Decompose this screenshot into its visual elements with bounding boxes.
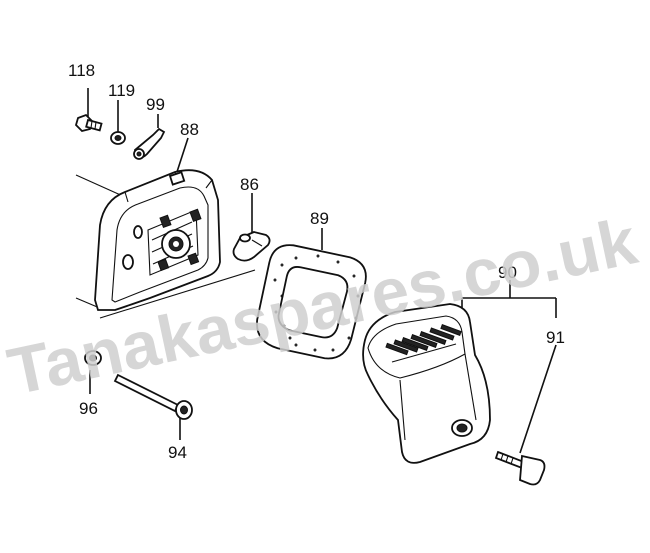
label-91: 91: [546, 328, 565, 347]
part-96-nut: [84, 350, 102, 394]
part-90-filter-cover: [362, 280, 557, 464]
leader-line: [99, 269, 256, 319]
part-91-knob-screw: [494, 344, 557, 486]
label-118: 118: [68, 61, 95, 80]
part-86-choke-lever: [232, 193, 271, 262]
part-99-bracket: [133, 114, 166, 160]
label-88: 88: [180, 120, 199, 139]
label-90: 90: [498, 263, 517, 282]
part-88-backplate: [75, 137, 221, 311]
label-94: 94: [168, 443, 187, 462]
part-89-air-filter: [256, 228, 367, 360]
label-89: 89: [310, 209, 329, 228]
label-99: 99: [146, 95, 165, 114]
part-119-washer: [110, 100, 126, 145]
label-86: 86: [240, 175, 259, 194]
label-96: 96: [79, 399, 98, 418]
label-119: 119: [108, 81, 135, 100]
part-118-bolt: [74, 88, 103, 132]
part-94-long-bolt: [113, 373, 193, 440]
